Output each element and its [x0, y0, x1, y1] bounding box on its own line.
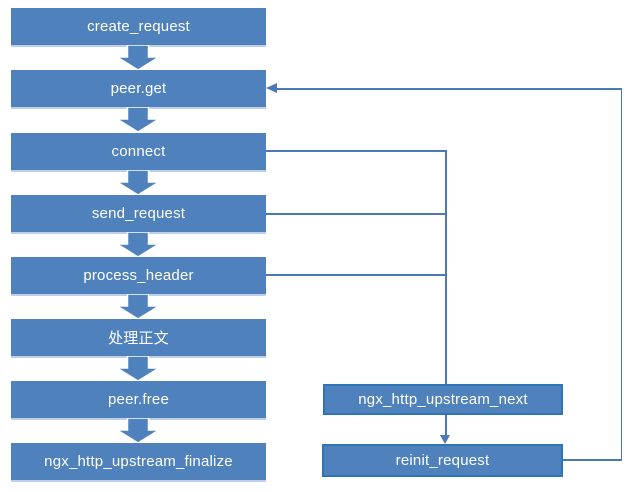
node-ngx-http-upstream-finalize: ngx_http_upstream_finalize	[11, 443, 266, 480]
node-send-request: send_request	[11, 195, 266, 232]
arrowhead-down-icon	[440, 435, 450, 444]
down-block-arrow-icon	[117, 170, 159, 195]
node-process-header: process_header	[11, 257, 266, 294]
node-ngx-http-upstream-next: ngx_http_upstream_next	[323, 384, 563, 415]
down-block-arrow-icon	[117, 232, 159, 257]
node-peer-free: peer.free	[11, 381, 266, 418]
node-reinit-request: reinit_request	[322, 444, 563, 477]
node-peer-get: peer.get	[11, 70, 266, 107]
edge-merge-vertical	[445, 150, 447, 384]
edge-reinit-out	[563, 459, 622, 461]
edge-send-request-to-next	[266, 213, 446, 215]
edge-next-to-reinit	[445, 415, 447, 437]
down-block-arrow-icon	[117, 107, 159, 132]
edge-loop-to-peer-get	[276, 88, 622, 90]
node-create-request: create_request	[11, 8, 266, 45]
down-block-arrow-icon	[117, 356, 159, 381]
down-block-arrow-icon	[117, 294, 159, 319]
edge-process-header-to-next	[266, 274, 446, 276]
node-process-body: 处理正文	[11, 319, 266, 356]
node-connect: connect	[11, 133, 266, 170]
arrowhead-left-icon	[266, 83, 277, 93]
edge-loop-vertical	[620, 88, 622, 460]
down-block-arrow-icon	[117, 45, 159, 70]
edge-connect-to-next	[266, 150, 446, 152]
down-block-arrow-icon	[117, 418, 159, 443]
